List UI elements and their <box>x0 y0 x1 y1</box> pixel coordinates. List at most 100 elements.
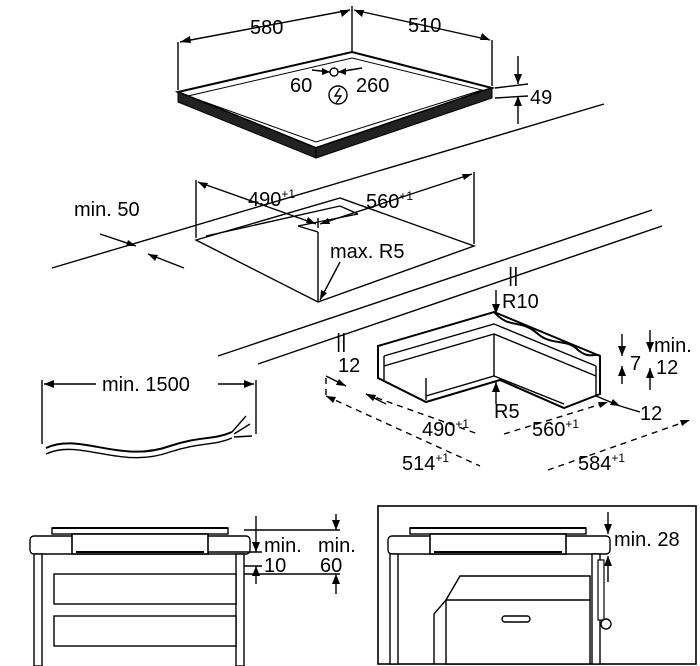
arrow-60-bottom <box>332 574 340 584</box>
cabinet-side-right <box>235 553 245 666</box>
frame-side-12a-label: 12 <box>338 355 360 377</box>
cabinet-side-left <box>33 553 43 666</box>
arrow-260 <box>338 68 346 75</box>
frame-outer-depth-label: 584+1 <box>578 451 625 475</box>
frame-view: || || R10 R5 12 7 min. <box>325 265 692 475</box>
dim-line-12b-2 <box>619 405 641 413</box>
arrow-min12-bottom <box>646 368 654 378</box>
arrow-max-r5 <box>320 290 327 300</box>
cutout-opening <box>194 197 477 303</box>
arrow-frame-490 <box>366 394 376 401</box>
power-symbol-icon <box>328 85 348 105</box>
arrow-28-top <box>604 524 612 534</box>
hob-inner-line <box>186 57 484 143</box>
arrow-min50-b <box>148 254 158 261</box>
oven-knob <box>600 618 612 630</box>
cable-wire <box>45 431 233 453</box>
frame-rough-edge <box>493 311 601 357</box>
arrow-min50-a <box>126 240 136 246</box>
arrow-frame-584 <box>680 420 690 426</box>
arrow-cutout-560-right <box>462 174 472 180</box>
worktop-front-edge <box>51 103 605 269</box>
frame-min-12-label: 12 <box>656 357 678 379</box>
frame-radius-outer-label: R10 <box>502 291 539 313</box>
drawer-1 <box>53 573 237 605</box>
arrow-580-right <box>340 10 350 17</box>
arrow-49-down <box>514 74 522 84</box>
worktop-back-edge-2 <box>257 225 663 365</box>
cable-connection-point <box>329 67 339 77</box>
arrow-frame-514 <box>326 396 336 403</box>
hob-right-edge <box>315 87 493 159</box>
install-right-min-label: min. 28 <box>614 529 680 551</box>
arrow-r10 <box>492 304 500 314</box>
install-left-min-label-2: min. <box>318 535 356 557</box>
dim-extension-49-bottom <box>494 95 529 99</box>
parallel-mark-left: || <box>336 331 346 353</box>
parallel-mark-top: || <box>508 265 518 287</box>
arrow-580-left <box>180 36 191 43</box>
arrow-10-top <box>252 542 260 552</box>
arrow-7-top <box>618 346 626 356</box>
dim-line-580 <box>179 9 351 43</box>
oven-front-edge-2 <box>433 599 447 615</box>
cable-offset-left-label: 60 <box>290 75 312 97</box>
oven-side-rail <box>597 559 605 621</box>
frame-radius-inner-label: R5 <box>494 401 520 423</box>
arrow-cable-left <box>44 380 54 388</box>
cable-view: min. 1500 <box>41 374 257 459</box>
frame-height-7-label: 7 <box>630 353 641 375</box>
arrow-cutout-560-left <box>320 218 330 224</box>
hob-height-label: 49 <box>530 87 552 109</box>
arrow-28-bottom <box>604 556 612 566</box>
dim-line-frame-560 <box>503 401 609 435</box>
hob-top-surface <box>174 50 496 150</box>
arrow-r5 <box>492 382 500 392</box>
install-left-min-label-1: min. <box>264 535 302 557</box>
cable-length-label: min. 1500 <box>102 374 190 396</box>
cable-offset-right-label: 260 <box>356 75 389 97</box>
install-right-view: min. 28 <box>377 505 697 665</box>
drawer-2 <box>53 615 237 647</box>
arrow-min12-top <box>646 342 654 352</box>
hob-body-left <box>71 533 209 555</box>
cutout-inner-line-1 <box>205 205 341 237</box>
arrow-cutout-490-right <box>306 217 316 224</box>
frame-outer-width-label: 514+1 <box>402 451 449 475</box>
dim-line-cutout-560 <box>319 173 473 225</box>
cabinet-side-right-a <box>389 553 399 665</box>
dim-extension-49-top <box>494 83 529 89</box>
arrow-60-top <box>332 520 340 530</box>
oven-handle <box>501 615 531 623</box>
frame-inner-top <box>383 323 597 367</box>
cutout-inner-line-4 <box>297 225 319 233</box>
cable-strands <box>231 415 253 438</box>
arrow-510-left <box>354 10 364 17</box>
dim-line-cutout-490 <box>197 181 317 225</box>
worktop-back-edge <box>217 209 653 357</box>
cable-wire-2 <box>45 437 233 459</box>
frame-side-12b-label: 12 <box>640 403 662 425</box>
frame-inner-depth-label: 560+1 <box>532 417 579 441</box>
arrow-510-right <box>480 33 490 40</box>
arrow-12a-1 <box>336 379 346 386</box>
frame-inner-width-label: 490+1 <box>422 417 469 441</box>
arrow-cable-right <box>244 380 254 388</box>
arrow-60 <box>322 68 330 75</box>
arrow-12b <box>610 399 620 406</box>
cutout-depth-label: 560+1 <box>366 189 413 213</box>
cutout-radius-label: max. R5 <box>330 241 404 263</box>
hob-width-label: 580 <box>250 17 283 39</box>
arrow-49-up <box>514 96 522 106</box>
hob-view: 580 510 49 60 260 <box>174 6 552 159</box>
install-left-view: min. 10 min. 60 <box>29 514 356 666</box>
arrow-frame-560 <box>598 402 608 408</box>
install-left-min-value-2: 60 <box>320 555 342 577</box>
cutout-min-edge-label: min. 50 <box>74 199 140 221</box>
dim-line-frame-490 <box>365 393 479 435</box>
worktop-cutout-view: 490+1 560+1 min. 50 max. R5 <box>51 103 663 365</box>
arrow-7-bottom <box>618 366 626 376</box>
dim-line-510 <box>353 9 491 41</box>
cutout-width-label: 490+1 <box>248 187 295 211</box>
